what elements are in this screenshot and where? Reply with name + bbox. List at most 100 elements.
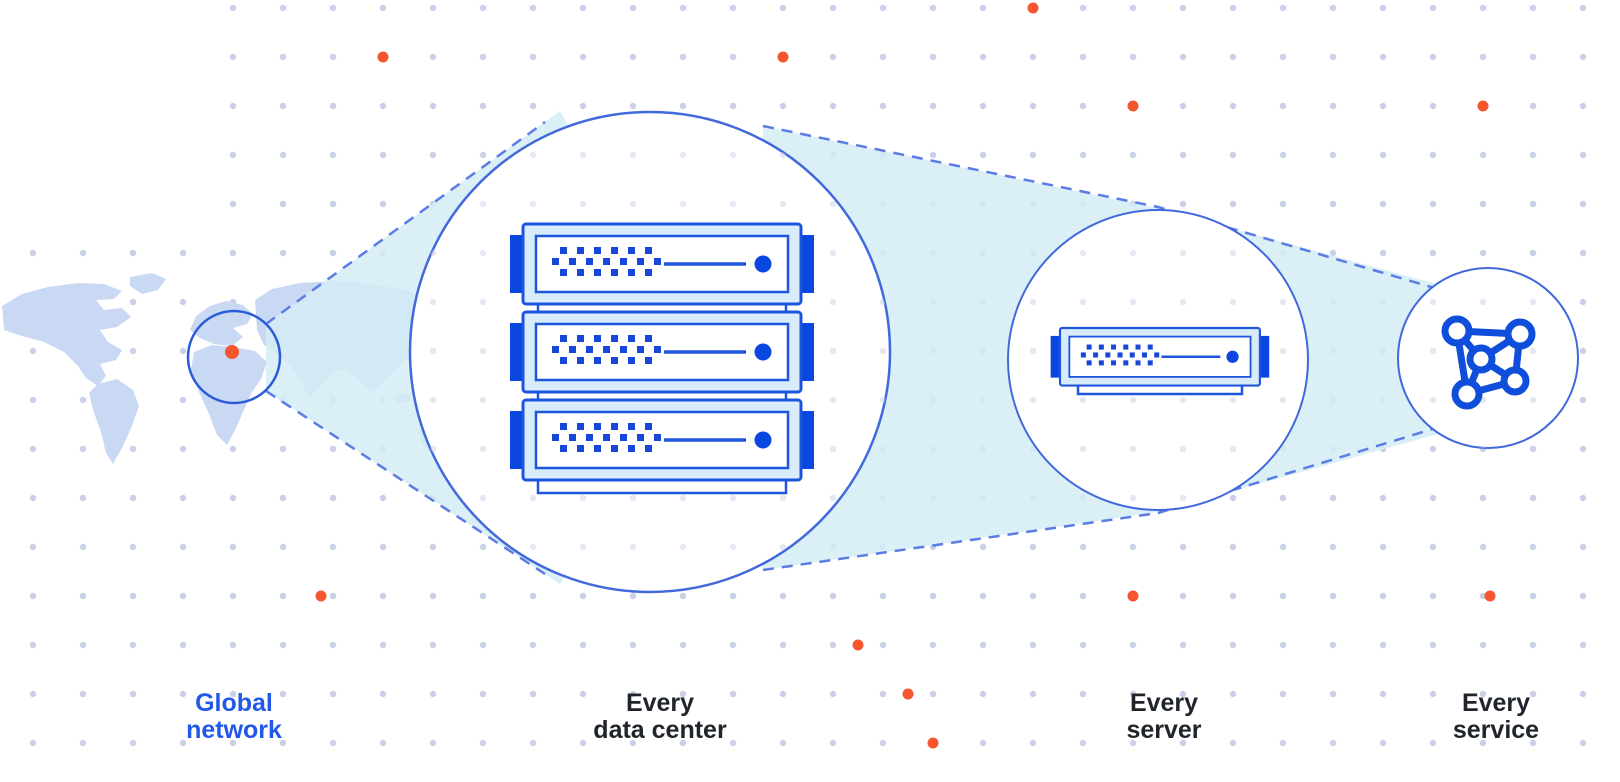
grid-dot (679, 102, 687, 110)
grid-dot (1279, 200, 1287, 208)
grid-dot (1079, 592, 1087, 600)
grid-dot (1179, 739, 1187, 747)
grid-dot (1479, 249, 1487, 257)
grid-dot (1579, 592, 1587, 600)
grid-dot (1479, 298, 1487, 306)
orange-accent-dot (1127, 590, 1139, 602)
grid-dot (729, 4, 737, 12)
grid-dot (1229, 102, 1237, 110)
grid-dot (579, 102, 587, 110)
grid-dot (129, 543, 137, 551)
grid-dot (379, 4, 387, 12)
continent-africa (191, 345, 267, 445)
grid-dot (1329, 249, 1337, 257)
grid-dot (179, 641, 187, 649)
grid-dot (929, 102, 937, 110)
grid-dot (529, 739, 537, 747)
grid-dot (1429, 690, 1437, 698)
grid-dot (279, 690, 287, 698)
grid-dot (1529, 690, 1537, 698)
grid-dot (1279, 592, 1287, 600)
grid-dot (229, 592, 237, 600)
grid-dot (1529, 151, 1537, 159)
grid-dot (829, 53, 837, 61)
grid-dot (229, 543, 237, 551)
label-every-service: Every service (1453, 689, 1539, 744)
grid-dot (879, 53, 887, 61)
grid-dot (1579, 543, 1587, 551)
grid-dot (29, 396, 37, 404)
grid-dot (1529, 445, 1537, 453)
grid-dot (829, 690, 837, 698)
grid-dot (229, 53, 237, 61)
orange-accent-dots (315, 2, 1496, 749)
grid-dot (679, 53, 687, 61)
continent-south-america (89, 379, 139, 464)
grid-dot (1229, 298, 1237, 306)
grid-dot (1429, 249, 1437, 257)
grid-dot (179, 494, 187, 502)
grid-dot (279, 494, 287, 502)
grid-dot (1279, 641, 1287, 649)
grid-dot (79, 445, 87, 453)
grid-dot (479, 298, 487, 306)
grid-dot (1179, 690, 1187, 698)
grid-dot (1079, 4, 1087, 12)
label-line: Every (1462, 689, 1530, 717)
grid-dot (979, 151, 987, 159)
grid-dot (379, 641, 387, 649)
grid-dot (729, 102, 737, 110)
grid-dot (1379, 494, 1387, 502)
grid-dot (1279, 494, 1287, 502)
grid-dot (679, 739, 687, 747)
grid-dot (1129, 543, 1137, 551)
label-every-server: Every server (1126, 689, 1201, 744)
grid-dot (179, 347, 187, 355)
grid-dot (479, 102, 487, 110)
grid-dot (529, 641, 537, 649)
grid-dot (1229, 249, 1237, 257)
single-server-icon (1051, 328, 1270, 396)
grid-dot (479, 396, 487, 404)
grid-dot (1379, 4, 1387, 12)
grid-dot (1429, 641, 1437, 649)
grid-dot (629, 494, 637, 502)
grid-dot (729, 494, 737, 502)
grid-dot (1429, 102, 1437, 110)
grid-dot (829, 396, 837, 404)
grid-dot (1379, 151, 1387, 159)
dashed-edge-upper-left (265, 120, 546, 326)
grid-dot (429, 53, 437, 61)
grid-dot (829, 739, 837, 747)
grid-dot (1529, 494, 1537, 502)
grid-dot (179, 298, 187, 306)
grid-dot (1479, 543, 1487, 551)
grid-dot (1029, 396, 1037, 404)
grid-dot (1079, 641, 1087, 649)
grid-dot (479, 494, 487, 502)
grid-dot (1179, 249, 1187, 257)
grid-dot (929, 4, 937, 12)
grid-dot (529, 690, 537, 698)
grid-dot (1279, 347, 1287, 355)
grid-dot (579, 200, 587, 208)
grid-dot (779, 739, 787, 747)
grid-dot (1429, 445, 1437, 453)
grid-dot (1529, 4, 1537, 12)
grid-dot (1129, 151, 1137, 159)
grid-dot (29, 543, 37, 551)
grid-dot (1179, 298, 1187, 306)
grid-dot (779, 151, 787, 159)
grid-dot (1129, 690, 1137, 698)
grid-dot (779, 690, 787, 698)
grid-dot (879, 641, 887, 649)
grid-dot (529, 494, 537, 502)
grid-dot (679, 641, 687, 649)
grid-dot (979, 641, 987, 649)
grid-dot (229, 739, 237, 747)
orange-accent-dot (1477, 100, 1489, 112)
grid-dot (729, 200, 737, 208)
grid-dot (1029, 543, 1037, 551)
label-global-network: Global network (186, 689, 282, 744)
